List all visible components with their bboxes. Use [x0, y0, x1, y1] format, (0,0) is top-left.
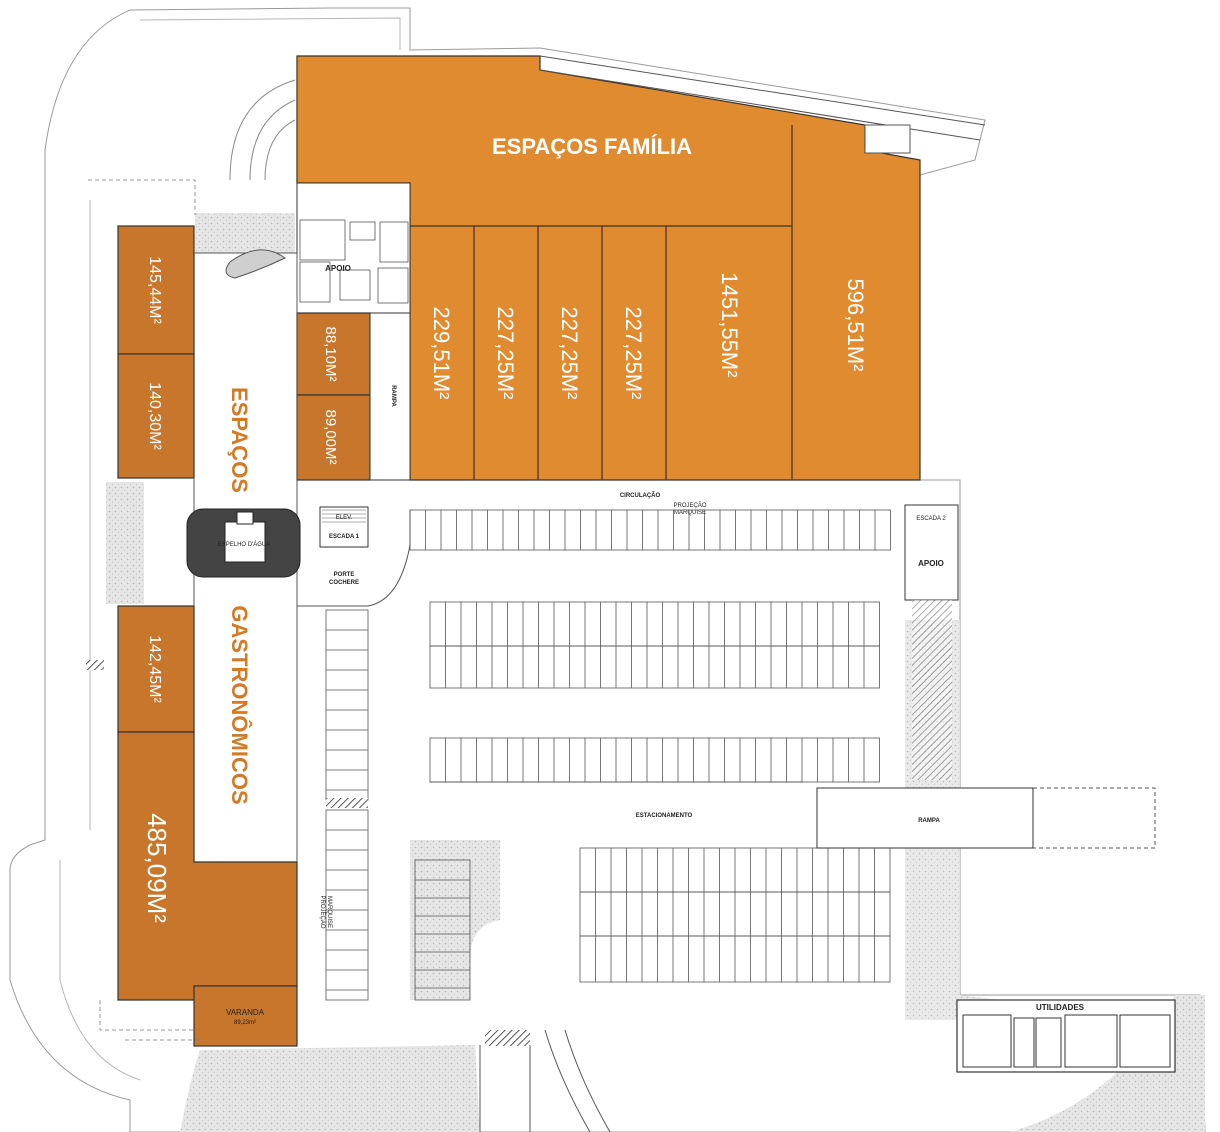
familia-title: ESPAÇOS FAMÍLIA — [492, 134, 692, 159]
parking-area — [325, 509, 891, 1001]
familia-corner-room — [864, 124, 911, 154]
porte-cochere-label-2: COCHERE — [329, 580, 359, 586]
gastro-label-4: 485,09M² — [142, 813, 172, 923]
apoio-2-label: APOIO — [918, 559, 944, 568]
parking-row — [325, 609, 369, 801]
espelho-label: ESPELHO D'ÁGUA — [218, 541, 271, 548]
unit-label-1: 229,51M² — [429, 307, 454, 400]
rampa-horizontal-label: RAMPA — [918, 818, 940, 824]
parking-row — [414, 859, 471, 1001]
projecao-side-label-2: MARQUISE — [326, 896, 332, 928]
varanda-area-label: 89,23m² — [234, 1020, 256, 1026]
gastro-title-1: ESPAÇOS — [227, 387, 252, 493]
apoio-1-label: APOIO — [325, 264, 351, 273]
espelho-center — [224, 521, 266, 563]
rampa-vertical — [369, 312, 411, 481]
gastro-unit-2 — [117, 353, 195, 479]
familia-unit-dividers — [410, 125, 793, 480]
utilidades-rooms — [962, 1014, 1171, 1068]
varanda-block — [193, 985, 298, 1047]
estacionamento-label: ESTACIONAMENTO — [636, 813, 693, 819]
unit-label-2: 227,25M² — [493, 307, 518, 400]
projecao-side-label-1: PROJEÇÃO — [319, 895, 326, 928]
apoio-core — [296, 182, 411, 314]
crosswalk-1 — [326, 798, 368, 808]
projecao-top-label-1: PROJEÇÃO — [673, 502, 706, 509]
small-unit-label-2: 89,00M² — [322, 409, 339, 464]
escada-2-label: ESCADA 2 — [916, 516, 946, 522]
unit-label-6: 596,51M² — [843, 279, 868, 372]
unit-label-3: 227,25M² — [557, 307, 582, 400]
unit-label-4: 227,25M² — [621, 307, 646, 400]
apoio-2-block — [904, 504, 959, 601]
gastro-title-2: GASTRONÔMICOS — [227, 605, 252, 804]
rampa-horizontal-ext — [1033, 787, 1156, 849]
parking-row — [325, 809, 369, 1001]
parking-row — [429, 601, 880, 647]
elev-1-label: ELEV. — [336, 515, 353, 521]
crosswalk-2 — [86, 660, 104, 670]
crosswalk-3 — [485, 1030, 530, 1046]
landscape-bottom-left — [180, 1045, 480, 1132]
gastro-label-1: 145,44M² — [146, 256, 163, 324]
gastro-label-3: 142,45M² — [146, 635, 163, 703]
site-boundary-inner — [59, 17, 401, 1081]
bottom-entrance-lines — [479, 1029, 611, 1132]
parking-row — [409, 509, 891, 551]
escada-1-block — [319, 506, 369, 548]
escada-1-steps — [322, 509, 366, 523]
entrance-curve — [229, 79, 296, 181]
gastro-unit-1 — [117, 225, 195, 355]
small-unit-2 — [296, 394, 371, 481]
parking-row — [429, 645, 880, 689]
escada-1-label: ESCADA 1 — [329, 534, 360, 540]
gastro-planter-shape — [225, 249, 286, 279]
rampa-vertical-label: RAMPA — [390, 385, 396, 407]
varanda-label: VARANDA — [226, 1008, 265, 1017]
porte-cochere-arc — [297, 510, 411, 607]
utilidades-block — [956, 999, 1176, 1073]
apoio-2-stair — [912, 600, 952, 780]
landscape-left-strip — [106, 482, 144, 604]
gastro-label-2: 140,30M² — [146, 382, 163, 450]
landscape-lower-strip — [410, 840, 500, 1000]
parking-row — [429, 737, 880, 783]
porte-cochere-label-1: PORTE — [334, 572, 355, 578]
dashed-outline-left — [88, 179, 196, 1031]
utilidades-label: UTILIDADES — [1036, 1003, 1085, 1012]
circulacao-label: CIRCULAÇÃO — [620, 492, 661, 499]
small-unit-label-1: 88,10M² — [322, 326, 339, 381]
unit-label-5: 1451,55M² — [717, 272, 742, 377]
espelho-center-top — [236, 511, 254, 525]
projecao-top-label-2: MARQUISE — [674, 510, 706, 516]
landscape-planter — [195, 213, 295, 253]
